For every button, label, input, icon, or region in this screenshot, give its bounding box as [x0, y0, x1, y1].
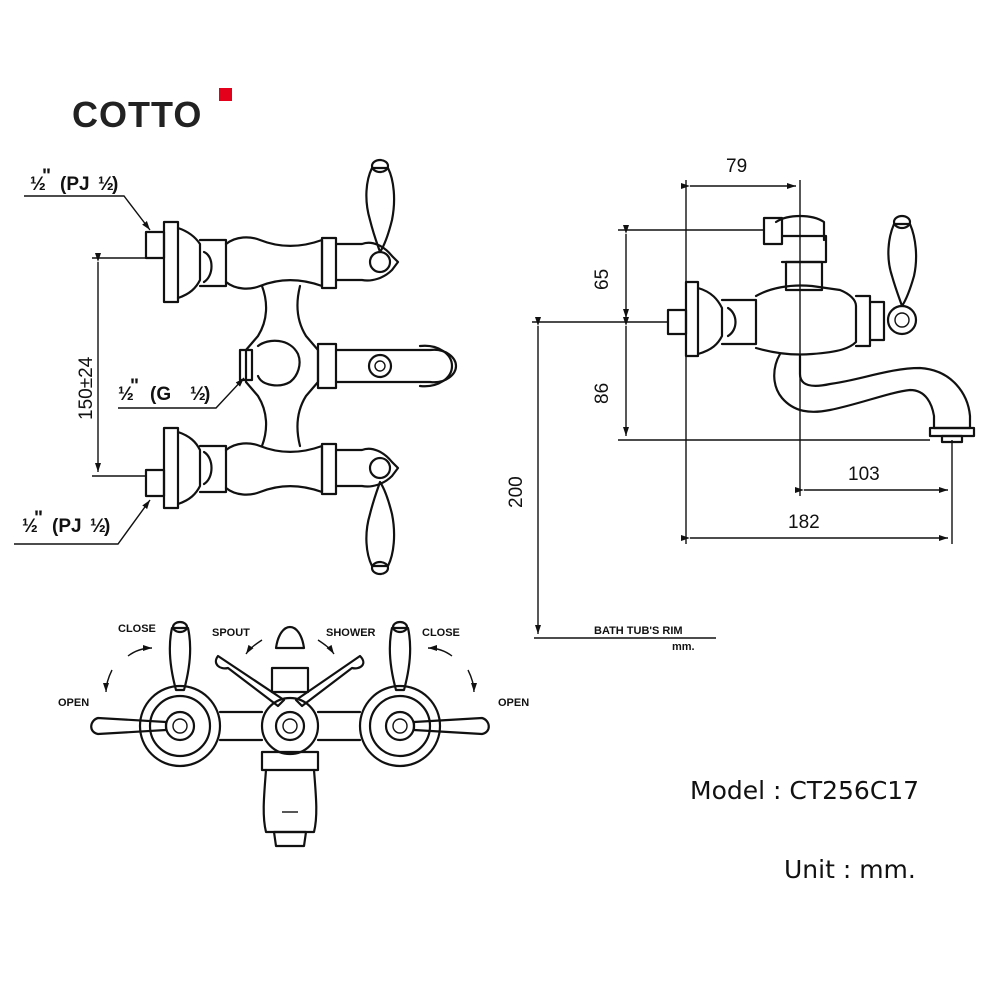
rim-unit: mm. [672, 641, 695, 653]
center-distance-label: 150±24 [76, 356, 97, 420]
upper-valve [144, 158, 400, 304]
unit-label: Unit : mm. [784, 855, 916, 884]
label-text: " [34, 508, 43, 529]
label-text: ½ [22, 516, 38, 537]
label-text: (PJ [60, 174, 90, 195]
label-text: ½ [118, 384, 134, 405]
side-view: 79 65 86 200 103 182 BATH TUB'S RIM mm. [506, 156, 976, 653]
lower-valve [144, 426, 400, 576]
dim-182: 182 [788, 512, 820, 533]
shower-label: SHOWER [326, 627, 376, 639]
rim-label: BATH TUB'S RIM [594, 625, 683, 637]
label-text: ) [204, 384, 210, 405]
close-left-label: CLOSE [118, 623, 156, 635]
front-view: ½ " (PJ ½ ) ½ " (G ½ ) ½ " (PJ ½ ) 150±2… [14, 158, 458, 576]
dim-86: 86 [592, 383, 613, 404]
label-text: ½ [190, 384, 206, 405]
dim-65: 65 [592, 269, 613, 290]
bottom-inlet-label: ½ " (PJ ½ ) [14, 499, 151, 545]
brand-logo-mark [219, 88, 232, 101]
top-view: CLOSE SPOUT SHOWER CLOSE OPEN OPEN [58, 620, 529, 848]
brand-logo: COTTO [72, 94, 203, 135]
open-left-label: OPEN [58, 697, 89, 709]
label-text: ½ [30, 174, 46, 195]
label-text: ) [104, 516, 110, 537]
label-text: " [130, 376, 139, 397]
model-label: Model : CT256C17 [690, 776, 920, 805]
middle-outlet-label: ½ " (G ½ ) [118, 376, 245, 409]
dim-103: 103 [848, 464, 880, 485]
dim-200: 200 [506, 476, 527, 508]
open-right-label: OPEN [498, 697, 529, 709]
dim-79: 79 [726, 156, 747, 177]
top-inlet-label: ½ " (PJ ½ ) [24, 166, 151, 231]
label-text: ) [112, 174, 118, 195]
label-text: " [42, 166, 51, 187]
middle-body [238, 284, 458, 448]
label-text: ½ [90, 516, 106, 537]
label-text: (G [150, 384, 171, 405]
spout-label: SPOUT [212, 627, 250, 639]
label-text: (PJ [52, 516, 82, 537]
label-text: ½ [98, 174, 114, 195]
close-right-label: CLOSE [422, 627, 460, 639]
